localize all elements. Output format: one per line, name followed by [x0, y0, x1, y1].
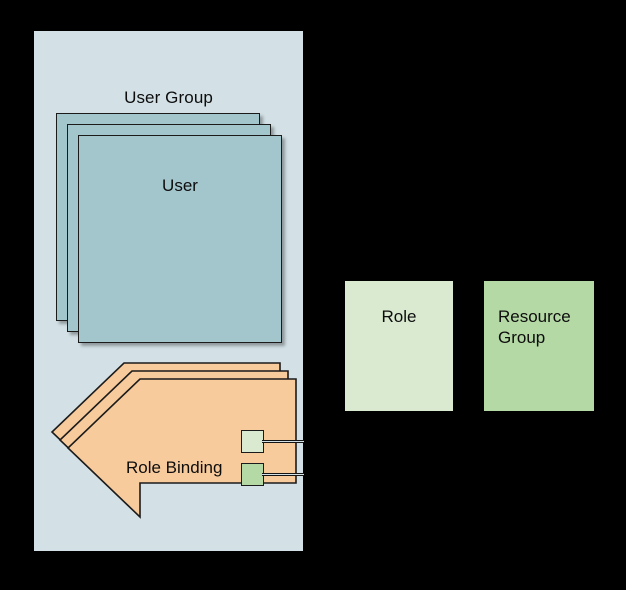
resource-connector-line [262, 473, 304, 476]
user-card-label: User [162, 176, 198, 195]
role-binding-stack: Role Binding [50, 362, 304, 533]
role-box-label: Role [381, 307, 417, 326]
role-box[interactable]: Role [345, 281, 453, 411]
resource-group-label-line1: Resource [498, 307, 571, 326]
resource-group-box-label: Resource Group [498, 306, 590, 348]
role-port-square[interactable] [241, 430, 264, 453]
resource-group-box[interactable]: Resource Group [484, 281, 594, 411]
resource-port-square[interactable] [241, 463, 264, 486]
resource-group-label-line2: Group [498, 328, 546, 347]
user-group-panel[interactable]: User Group User [34, 31, 303, 551]
role-binding-arrow-front[interactable] [66, 378, 297, 519]
user-group-title: User Group [124, 88, 213, 107]
user-card-stack: User [56, 113, 304, 358]
user-card-front[interactable]: User [78, 135, 282, 343]
role-binding-label: Role Binding [126, 458, 223, 477]
role-connector-line [262, 440, 304, 443]
